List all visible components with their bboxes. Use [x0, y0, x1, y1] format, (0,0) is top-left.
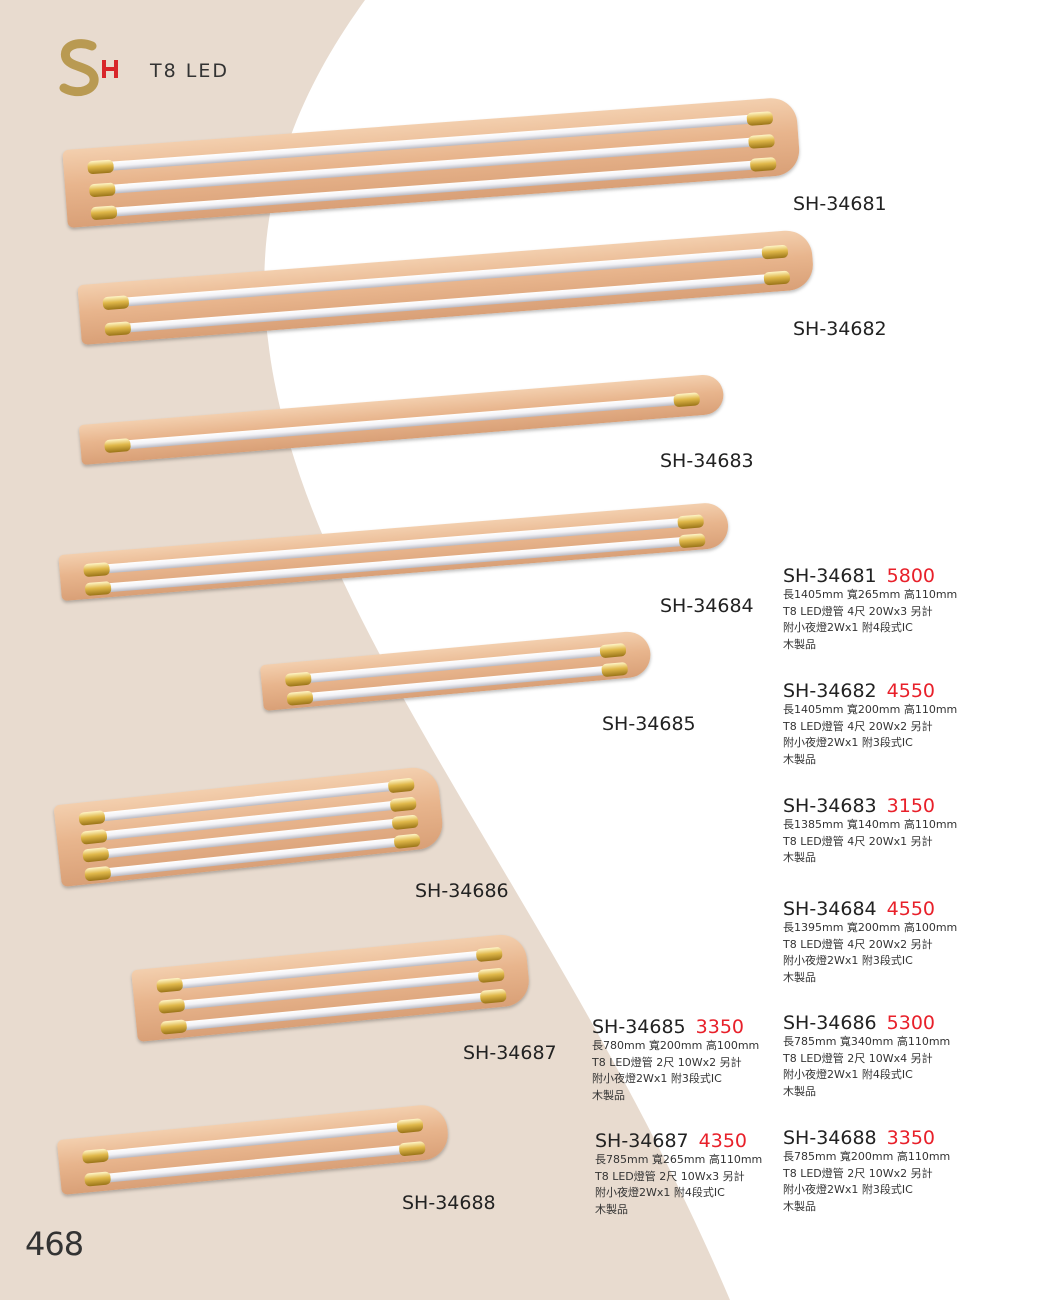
spec-line: 附小夜燈2Wx1 附3段式IC: [783, 1183, 913, 1196]
spec-line: 長785mm 寬340mm 高110mm: [783, 1035, 951, 1048]
end-cap: [746, 110, 774, 126]
spec-price: 3150: [886, 795, 936, 817]
spec-line: 木製品: [783, 851, 816, 864]
spec-line: 附小夜燈2Wx1 附3段式IC: [592, 1072, 722, 1085]
spec-line: 附小夜燈2Wx1 附3段式IC: [783, 736, 913, 749]
spec-line: T8 LED燈管 2尺 10Wx2 另計: [783, 1166, 933, 1180]
spec-price: 3350: [886, 1127, 936, 1149]
spec-line: 附小夜燈2Wx1 附3段式IC: [783, 954, 913, 967]
spec-price: 3350: [695, 1016, 745, 1038]
spec-line: 附小夜燈2Wx1 附4段式IC: [783, 1068, 913, 1081]
lamp-model-label: SH-34683: [660, 450, 754, 472]
spec-line: 長785mm 寬265mm 高110mm: [595, 1153, 763, 1166]
spec-model: SH-34684: [783, 898, 877, 920]
spec-line: 木製品: [783, 1084, 816, 1098]
spec-line: T8 LED燈管 4尺 20Wx1 另計: [783, 834, 933, 848]
end-cap: [87, 159, 115, 175]
brand-logo: [59, 39, 118, 97]
spec-line: 木製品: [783, 1199, 816, 1213]
spec-model: SH-34685: [592, 1016, 686, 1038]
spec-model: SH-34687: [595, 1130, 689, 1152]
spec-line: T8 LED燈管 4尺 20Wx2 另計: [783, 719, 933, 733]
end-cap: [104, 321, 132, 337]
end-cap: [475, 946, 503, 962]
spec-line: T8 LED燈管 4尺 20Wx3 另計: [783, 604, 933, 618]
end-cap: [396, 1117, 424, 1134]
spec-model: SH-34688: [783, 1127, 877, 1149]
lamp-model-label: SH-34688: [402, 1192, 496, 1214]
end-cap: [83, 561, 111, 577]
end-cap: [678, 532, 706, 548]
spec-model: SH-34683: [783, 795, 877, 817]
end-cap: [84, 865, 112, 882]
lamp-model-label: SH-34687: [463, 1042, 557, 1064]
spec-line: 長785mm 寬200mm 高110mm: [783, 1150, 951, 1163]
end-cap: [761, 244, 789, 260]
spec-line: T8 LED燈管 2尺 10Wx2 另計: [592, 1055, 742, 1069]
end-cap: [81, 1148, 109, 1164]
spec-line: T8 LED燈管 2尺 10Wx3 另計: [595, 1169, 745, 1183]
end-cap: [749, 157, 777, 173]
end-cap: [104, 438, 132, 454]
end-cap: [158, 998, 186, 1014]
spec-line: 長1405mm 寬200mm 高110mm: [783, 703, 958, 716]
category-title: T8 LED: [150, 60, 229, 82]
spec-line: T8 LED燈管 4尺 20Wx2 另計: [783, 937, 933, 951]
end-cap: [102, 295, 130, 311]
end-cap: [156, 977, 184, 993]
end-cap: [673, 392, 701, 408]
end-cap: [748, 134, 775, 149]
spec-line: 木製品: [592, 1088, 625, 1102]
spec-line: 長1395mm 寬200mm 高100mm: [783, 921, 958, 934]
end-cap: [80, 828, 108, 845]
end-cap: [389, 796, 417, 812]
end-cap: [286, 690, 314, 706]
lamp-model-label: SH-34685: [602, 713, 696, 735]
end-cap: [477, 967, 505, 984]
spec-line: 附小夜燈2Wx1 附4段式IC: [783, 621, 913, 634]
spec-price: 5800: [886, 565, 936, 587]
end-cap: [84, 580, 112, 596]
end-cap: [601, 661, 629, 677]
end-cap: [90, 205, 118, 221]
lamp-model-label: SH-34682: [793, 318, 887, 340]
spec-line: 長1385mm 寬140mm 高110mm: [783, 818, 958, 831]
page-number: 468: [25, 1225, 84, 1263]
spec-price: 4550: [886, 680, 936, 702]
spec-price: 4350: [698, 1130, 748, 1152]
spec-line: 木製品: [783, 752, 816, 766]
spec-model: SH-34686: [783, 1012, 877, 1034]
spec-model: SH-34681: [783, 565, 877, 587]
spec-line: 木製品: [783, 637, 816, 651]
spec-price: 4550: [886, 898, 936, 920]
end-cap: [88, 182, 116, 198]
spec-line: 木製品: [595, 1202, 628, 1216]
spec-line: 長780mm 寬200mm 高100mm: [592, 1039, 760, 1052]
end-cap: [677, 513, 705, 529]
spec-line: 木製品: [783, 970, 816, 984]
end-cap: [599, 642, 627, 658]
end-cap: [284, 671, 312, 687]
end-cap: [763, 270, 791, 286]
spec-line: T8 LED燈管 2尺 10Wx4 另計: [783, 1051, 933, 1065]
spec-price: 5300: [886, 1012, 936, 1034]
spec-line: 附小夜燈2Wx1 附4段式IC: [595, 1186, 725, 1199]
lamp-model-label: SH-34681: [793, 193, 887, 215]
spec-line: 長1405mm 寬265mm 高110mm: [783, 588, 958, 601]
lamp-model-label: SH-34684: [660, 595, 754, 617]
lamp-model-label: SH-34686: [415, 880, 509, 902]
end-cap: [393, 833, 421, 849]
spec-model: SH-34682: [783, 680, 877, 702]
